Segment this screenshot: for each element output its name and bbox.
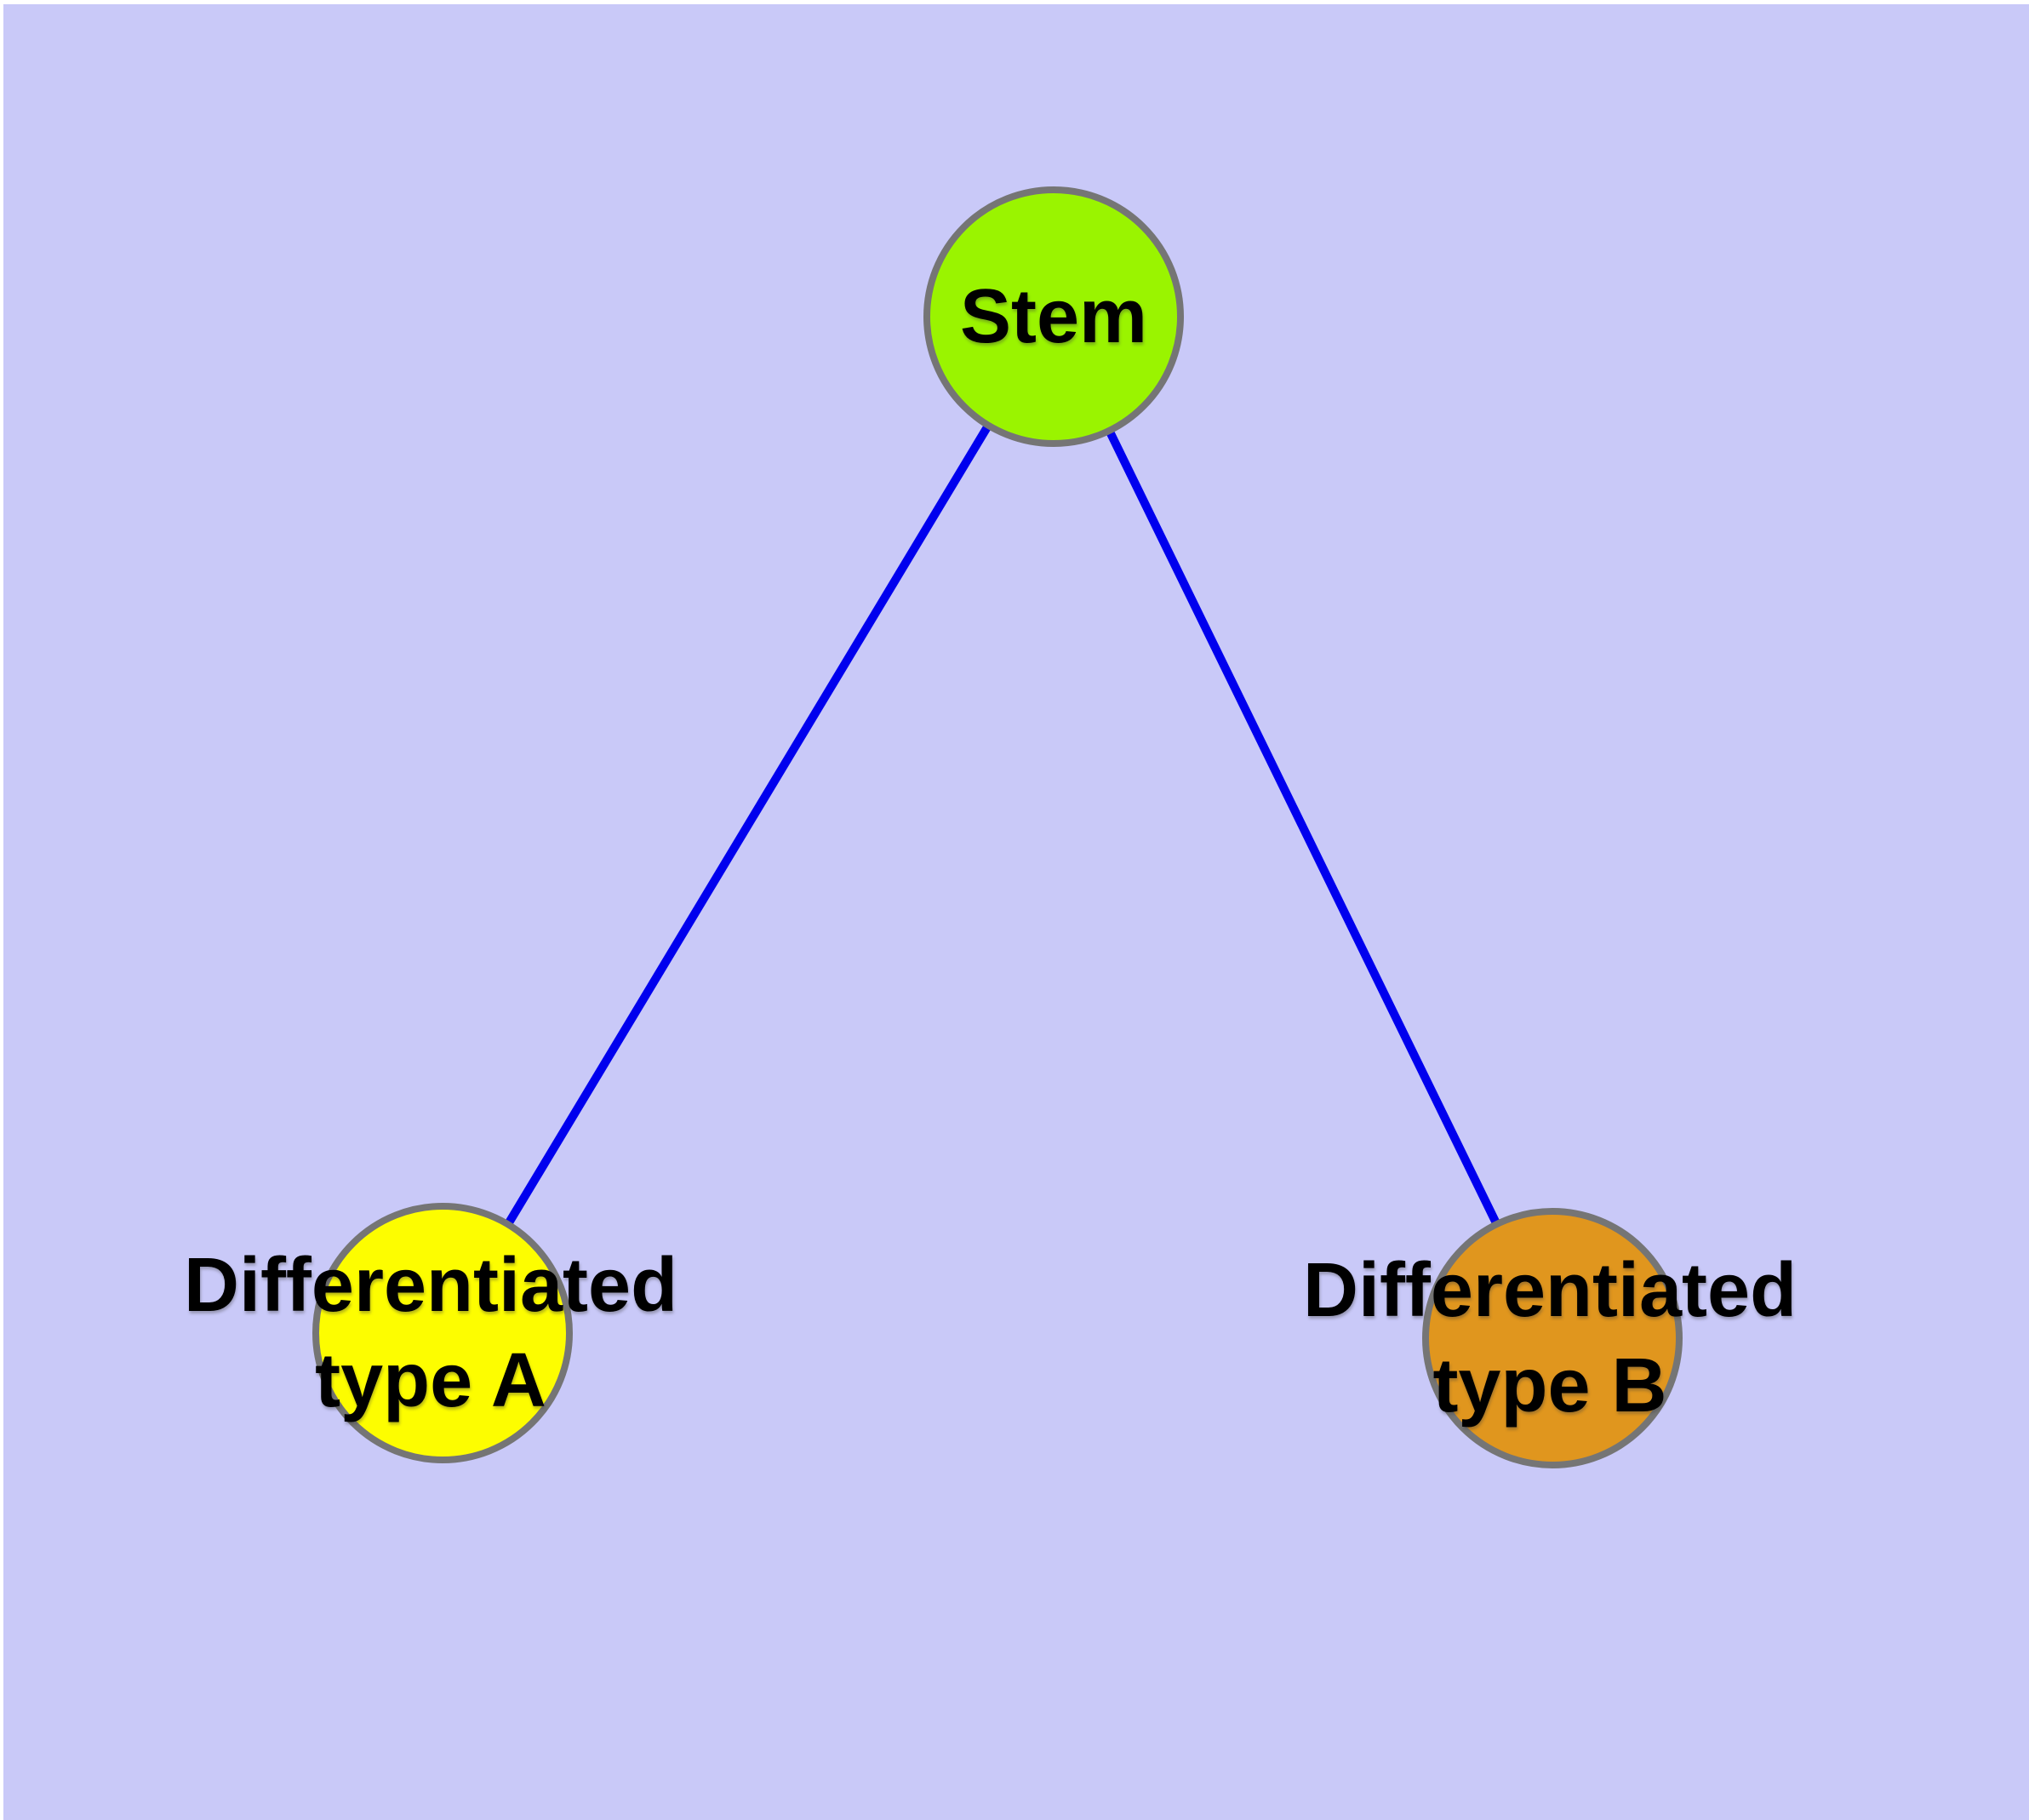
node-differentiated-type-b-label: Differentiated type B [1302, 1248, 1798, 1428]
node-differentiated-type-a-circle[interactable] [312, 1203, 573, 1463]
node-stem-label: Stem [959, 274, 1148, 359]
node-differentiated-type-a-label: Differentiated type A [183, 1243, 678, 1423]
edge-stem-to-typeA [438, 314, 1058, 1336]
edge-stem-to-typeB [1049, 314, 1557, 1341]
node-stem-circle[interactable] [923, 186, 1184, 447]
node-differentiated-type-b-circle[interactable] [1422, 1208, 1683, 1468]
